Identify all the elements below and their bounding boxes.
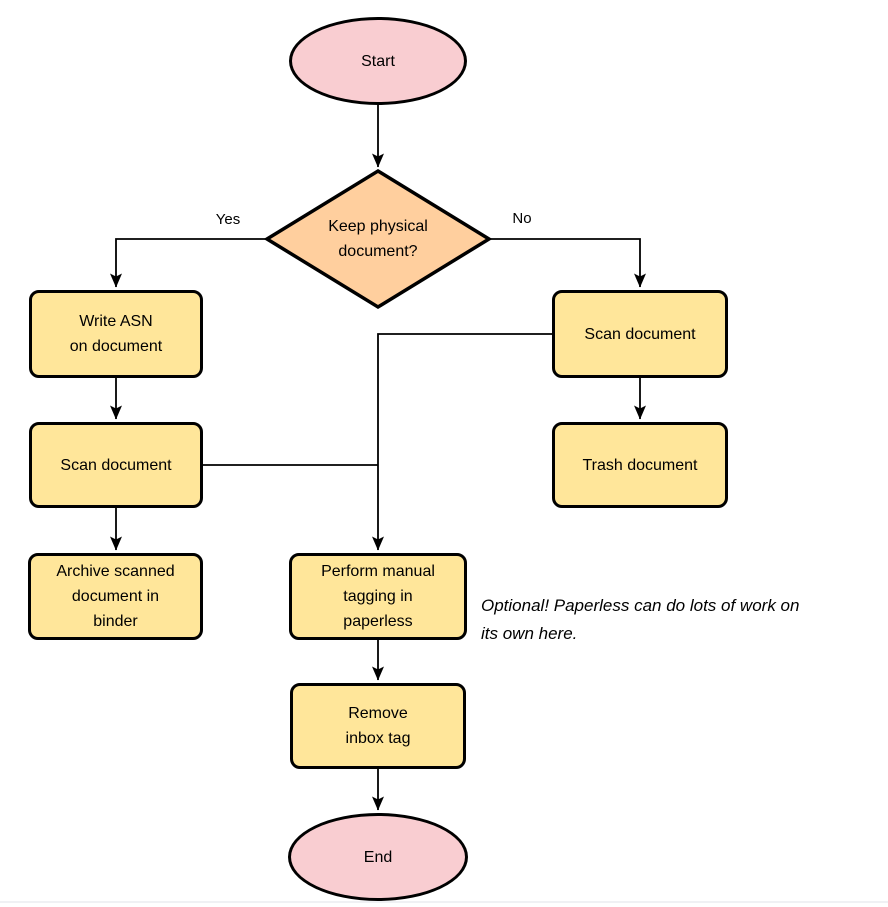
decision-node: Keep physical document?: [283, 211, 473, 267]
process-archive-binder: Archive scanned document in binder: [28, 553, 203, 640]
process-trash-document: Trash document: [552, 422, 728, 508]
end-node: End: [288, 813, 468, 901]
edge-scan-right-to-tagging: [372, 333, 552, 551]
annotation-optional-note: Optional! Paperless can do lots of work …: [481, 596, 800, 643]
process-scan-document-left-label: Scan document: [60, 456, 172, 474]
process-manual-tagging: Perform manual tagging in paperless: [289, 553, 467, 640]
start-node: Start: [289, 17, 467, 105]
edge-label-no: No: [512, 210, 532, 227]
start-node-label: Start: [361, 52, 395, 70]
process-scan-document-left: Scan document: [29, 422, 203, 508]
decision-diamond-shape: [263, 168, 493, 310]
process-write-asn: Write ASN on document: [29, 290, 203, 378]
process-remove-inbox-tag: Remove inbox tag: [290, 683, 466, 769]
process-remove-inbox-tag-label: Remove inbox tag: [345, 705, 411, 747]
edge-decision-yes-to-write-asn: [110, 238, 266, 288]
edge-label-yes: Yes: [215, 211, 241, 228]
process-archive-binder-label: Archive scanned document in binder: [56, 563, 175, 630]
process-write-asn-label: Write ASN on document: [69, 313, 163, 355]
process-scan-document-right: Scan document: [552, 290, 728, 378]
page-bottom-divider: [0, 901, 888, 903]
end-node-label: End: [363, 848, 393, 866]
process-manual-tagging-label: Perform manual tagging in paperless: [321, 563, 435, 630]
process-trash-document-label: Trash document: [582, 456, 698, 474]
process-scan-document-right-label: Scan document: [584, 325, 696, 343]
decision-node-label: Keep physical document?: [328, 218, 428, 260]
edge-decision-no-to-scan-right: [490, 238, 646, 288]
